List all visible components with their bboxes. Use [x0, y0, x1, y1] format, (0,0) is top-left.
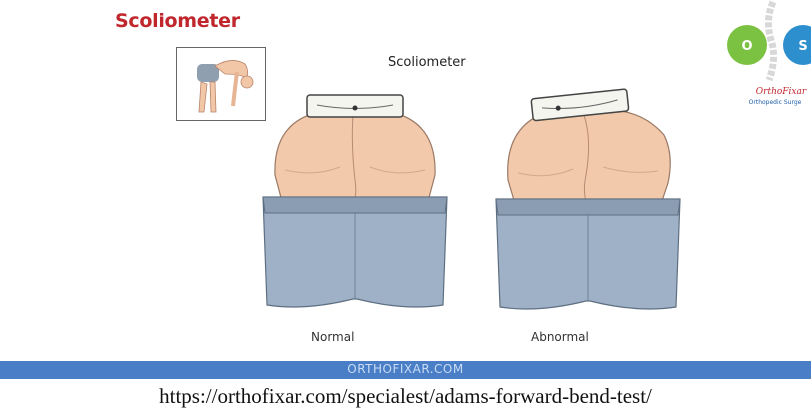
banner-text: ORTHOFIXAR.COM	[0, 362, 811, 376]
forward-bend-inset	[176, 47, 266, 121]
abnormal-label: Abnormal	[531, 330, 589, 344]
orthofixar-logo: O S OrthoFixar Orthopedic Surge	[725, 0, 811, 120]
svg-text:S: S	[798, 39, 807, 54]
figure-abnormal	[488, 85, 688, 345]
svg-text:O: O	[741, 39, 752, 54]
logo-brand: OrthoFixar	[756, 87, 807, 97]
figure-normal	[255, 85, 455, 345]
slide: Scoliometer Scoliometer O S OrthoFixar O…	[0, 0, 811, 360]
figure-subtitle: Scoliometer	[388, 55, 466, 70]
forward-bend-person-icon	[177, 48, 265, 120]
logo-tagline: Orthopedic Surge	[749, 99, 802, 106]
source-url[interactable]: https://orthofixar.com/specialest/adams-…	[0, 384, 811, 409]
normal-label: Normal	[311, 330, 354, 344]
site-banner: ORTHOFIXAR.COM	[0, 361, 811, 379]
slide-title: Scoliometer	[115, 10, 240, 32]
